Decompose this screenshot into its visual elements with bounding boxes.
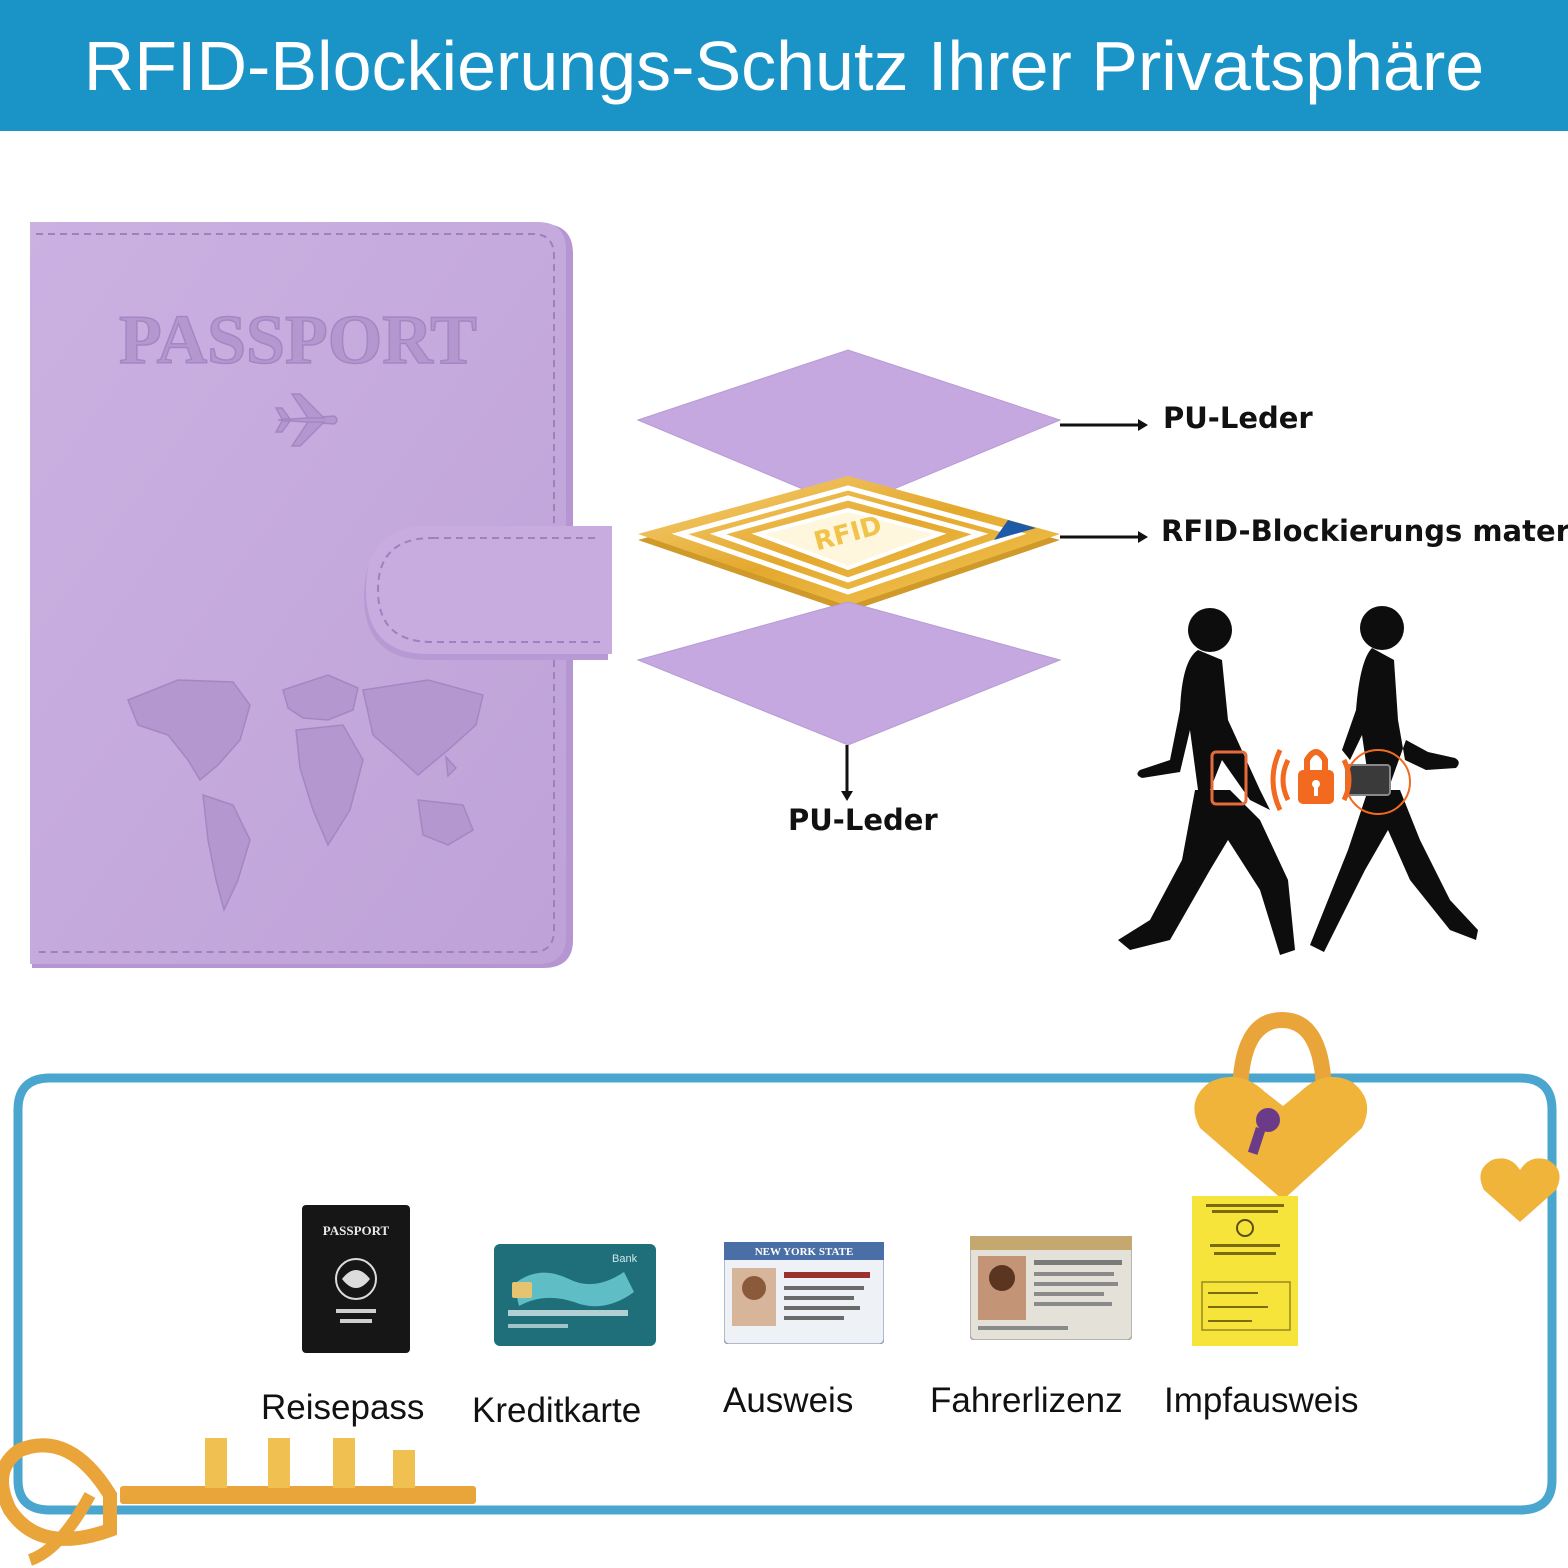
person-left-icon [1118, 608, 1295, 955]
page-title: RFID-Blockierungs-Schutz Ihrer Privatsph… [83, 26, 1485, 105]
layer-diagram: RFID [636, 349, 1062, 746]
id-card-icon: NEW YORK STATE [724, 1242, 884, 1344]
passport-icon: PASSPORT [302, 1205, 410, 1353]
credit-card-bank-text: Bank [612, 1253, 638, 1265]
small-heart-icon [1480, 1158, 1560, 1222]
card-icon [1345, 764, 1391, 796]
document-label-ausweis: Ausweis [723, 1381, 854, 1420]
document-frame [0, 1011, 1560, 1566]
document-label-fahrerlizenz: Fahrerlizenz [930, 1381, 1123, 1420]
world-map-emboss [127, 674, 484, 913]
bottom-layer-label: PU-Leder [788, 803, 938, 837]
document-label-reisepass: Reisepass [261, 1388, 425, 1427]
padlock-icon [1298, 749, 1334, 804]
header-banner: RFID-Blockierungs-Schutz Ihrer Privatsph… [0, 0, 1568, 131]
driver-license-icon [970, 1236, 1132, 1340]
top-layer-label: PU-Leder [1163, 401, 1313, 435]
key-icon [0, 1438, 476, 1566]
rfid-layer: RFID [638, 476, 1060, 612]
id-card-header-text: NEW YORK STATE [755, 1246, 854, 1258]
walking-people-illustration [1118, 606, 1478, 955]
bottom-label-arrow [841, 745, 853, 801]
label-arrows [1060, 419, 1148, 543]
document-label-kreditkarte: Kreditkarte [472, 1391, 642, 1430]
middle-layer-label: RFID-Blockierungs material [1161, 514, 1568, 548]
person-right-icon [1310, 606, 1478, 952]
passport-emboss-text: PASSPORT [119, 302, 477, 379]
passport-cover: PASSPORT [30, 222, 612, 968]
top-leather-layer [636, 349, 1062, 509]
bottom-leather-layer [636, 601, 1062, 746]
credit-card-icon: Bank [494, 1244, 656, 1346]
phone-icon [1210, 750, 1248, 806]
passport-icon-text: PASSPORT [323, 1223, 390, 1238]
vaccination-card-icon [1192, 1196, 1298, 1346]
heart-lock-icon [1194, 1011, 1368, 1200]
document-label-impfausweis: Impfausweis [1164, 1381, 1359, 1420]
airplane-icon [274, 393, 338, 447]
